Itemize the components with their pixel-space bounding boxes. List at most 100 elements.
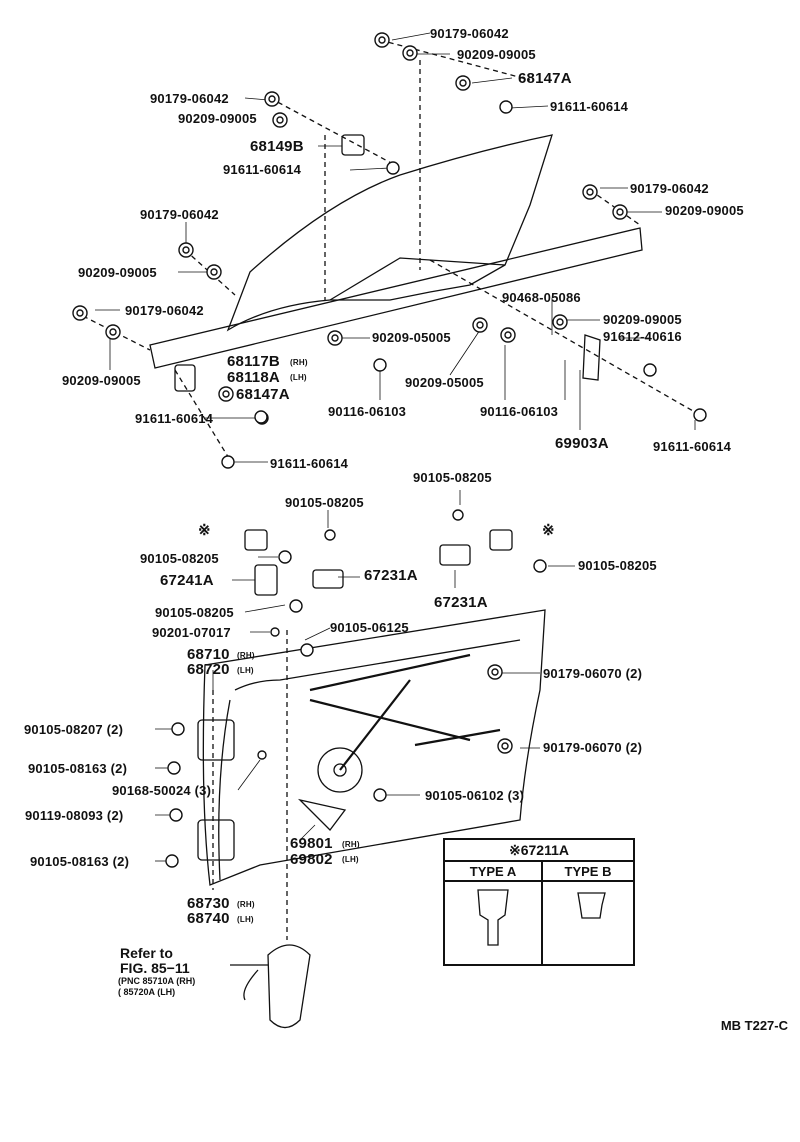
label-90105-08207: 90105-08207 (2) <box>24 722 124 737</box>
washer-icon <box>206 264 222 280</box>
regulator-arm-1 <box>309 653 471 692</box>
nut-icon <box>497 738 513 754</box>
label-90119-08093: 90119-08093 (2) <box>25 808 124 823</box>
label-91611-60614: 91611-60614 <box>270 456 349 471</box>
label-67231A: 67231A <box>364 567 418 584</box>
bracket-star-right <box>489 529 513 551</box>
label-68730-suffix: (RH) <box>237 900 255 909</box>
bolt-icon <box>257 750 267 760</box>
washer-icon <box>612 204 628 220</box>
label-91611-60614: 91611-60614 <box>550 99 629 114</box>
pnc-line-2: ( 85720A (LH) <box>118 987 176 997</box>
label-91611-60614: 91611-60614 <box>653 439 732 454</box>
glass-channel <box>149 227 643 369</box>
star-mark: ※ <box>542 522 555 539</box>
label-90168-50024: 90168-50024 (3) <box>112 783 212 798</box>
type-b-part <box>577 892 606 919</box>
stopper-67231A-right <box>439 544 471 566</box>
washer-icon <box>327 330 343 346</box>
label-90209-09005: 90209-09005 <box>78 265 157 280</box>
label-90179-06042: 90179-06042 <box>150 91 229 106</box>
label-90105-08205: 90105-08205 <box>578 558 657 573</box>
label-90179-06070: 90179-06070 (2) <box>543 740 643 755</box>
bolt-icon <box>300 643 314 657</box>
type-inset-table: ※67211A TYPE A TYPE B <box>443 838 635 966</box>
door-inner-panel <box>202 609 546 886</box>
label-68710-suffix: (RH) <box>237 651 255 660</box>
refer-line-1: Refer to <box>120 945 173 961</box>
label-90468-05086: 90468-05086 <box>502 290 581 305</box>
washer-icon <box>270 627 280 637</box>
label-90179-06042: 90179-06042 <box>430 26 509 41</box>
pnc-line-1: (PNC 85710A (RH) <box>118 976 196 986</box>
label-91612-40616: 91612-40616 <box>603 329 682 344</box>
bolt-icon <box>278 550 292 564</box>
pnc-note: (PNC 85710A (RH) ( 85720A (LH) <box>118 976 195 998</box>
label-90116-06103: 90116-06103 <box>480 404 559 419</box>
label-90105-08205: 90105-08205 <box>140 551 219 566</box>
label-90116-06103: 90116-06103 <box>328 404 407 419</box>
bolt-icon <box>373 788 387 802</box>
bolt-icon <box>386 161 400 175</box>
bolt-icon <box>324 529 336 541</box>
stopper-67241A <box>254 564 278 596</box>
label-90105-06125: 90105-06125 <box>330 620 409 635</box>
label-90209-09005: 90209-09005 <box>665 203 744 218</box>
label-90209-09005: 90209-09005 <box>178 111 257 126</box>
nut-icon <box>178 242 194 258</box>
washer-icon <box>472 317 488 333</box>
washer-icon <box>500 327 516 343</box>
nut-icon <box>264 91 280 107</box>
lower-hinge-bracket <box>197 819 235 861</box>
label-68740: 68740 <box>187 910 230 927</box>
washer-icon <box>105 324 121 340</box>
drawing-code: MB T227-C <box>720 1018 788 1033</box>
label-90201-07017: 90201-07017 <box>152 625 231 640</box>
label-69801: 69801 <box>290 835 333 852</box>
label-90105-08205: 90105-08205 <box>155 605 234 620</box>
label-68117B: 68117B <box>227 353 280 370</box>
regulator-arm-3 <box>309 698 471 742</box>
glass-guide-69903A <box>582 334 601 381</box>
label-90179-06042: 90179-06042 <box>125 303 204 318</box>
bolt-icon <box>533 559 547 573</box>
bolt-icon <box>169 808 183 822</box>
label-90179-06042: 90179-06042 <box>140 207 219 222</box>
label-68720: 68720 <box>187 661 230 678</box>
nut-icon <box>487 664 503 680</box>
label-90209-09005: 90209-09005 <box>457 47 536 62</box>
label-90209-05005: 90209-05005 <box>372 330 451 345</box>
label-68740-suffix: (LH) <box>237 915 254 924</box>
label-90105-08205: 90105-08205 <box>285 495 364 510</box>
label-68147A: 68147A <box>236 386 290 403</box>
label-68149B: 68149B <box>250 138 304 155</box>
refer-line-2: FIG. 85−11 <box>120 960 190 976</box>
label-69802-suffix: (LH) <box>342 855 359 864</box>
label-90105-08163: 90105-08163 (2) <box>28 761 128 776</box>
washer-icon <box>402 45 418 61</box>
door-glass <box>226 134 553 332</box>
label-68710: 68710 <box>187 646 230 663</box>
inset-type-a-cell: TYPE A <box>445 862 543 966</box>
window-motor <box>267 944 311 1029</box>
label-68118A: 68118A <box>227 369 280 386</box>
label-68147A: 68147A <box>518 70 572 87</box>
label-90105-08163: 90105-08163 (2) <box>30 854 130 869</box>
glass-bracket-68149B <box>341 134 365 156</box>
bolt-icon <box>165 854 179 868</box>
label-90179-06042: 90179-06042 <box>630 181 709 196</box>
washer-icon <box>218 386 234 402</box>
refer-note: Refer to FIG. 85−11 <box>120 946 190 976</box>
nut-icon <box>72 305 88 321</box>
washer-icon <box>552 314 568 330</box>
label-90209-09005: 90209-09005 <box>62 373 141 388</box>
washer-icon <box>272 112 288 128</box>
label-68720-suffix: (LH) <box>237 666 254 675</box>
bolt-icon <box>693 408 707 422</box>
bolt-icon <box>171 722 185 736</box>
inset-type-b-header: TYPE B <box>543 862 633 882</box>
label-69801-suffix: (RH) <box>342 840 360 849</box>
label-68730: 68730 <box>187 895 230 912</box>
inset-type-b-cell: TYPE B <box>543 862 633 966</box>
